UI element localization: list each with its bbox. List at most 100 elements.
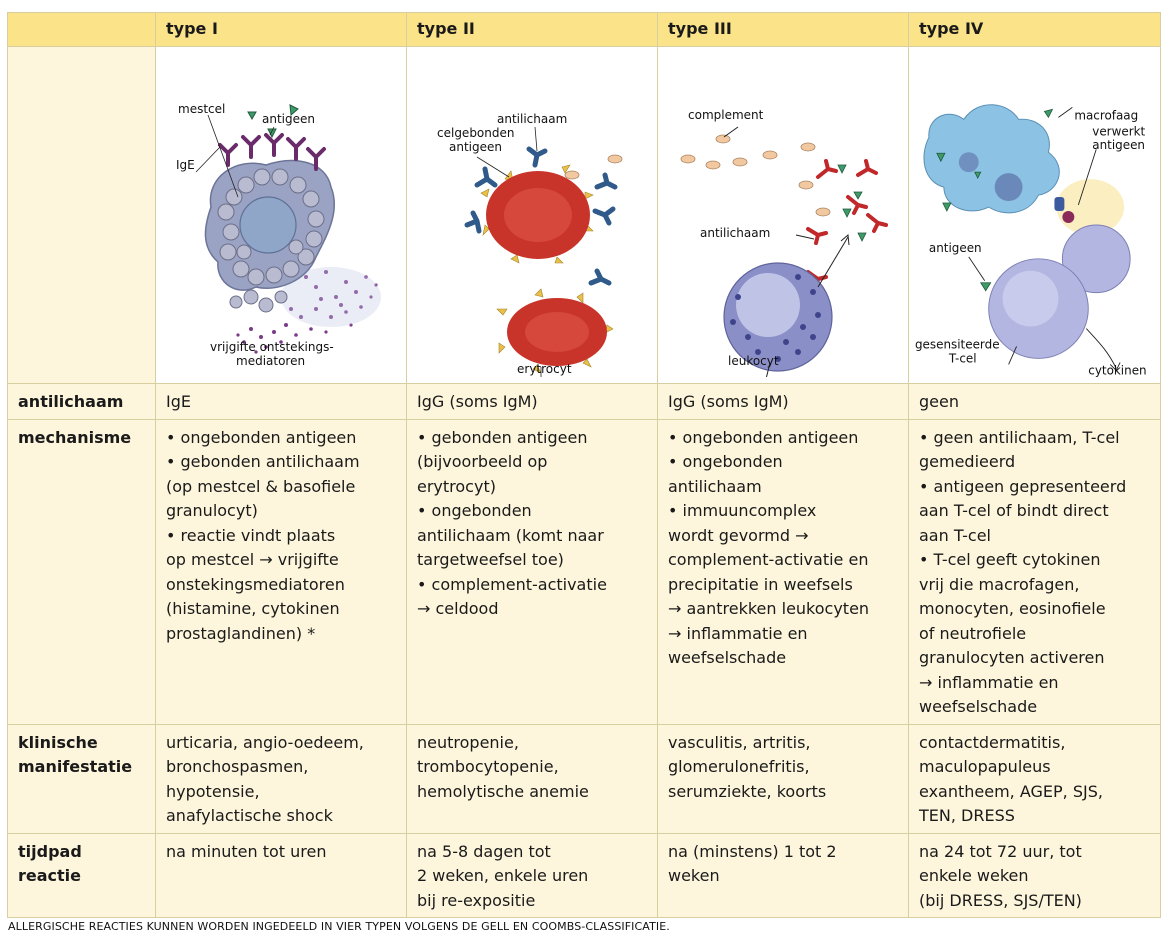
cell-line: wordt gevormd → <box>668 525 809 545</box>
cell-line: antilichaam <box>668 476 762 496</box>
label-mediators-1: vrijgifte ontstekings- <box>210 340 334 354</box>
cell-line: glomerulonefritis, <box>668 757 810 776</box>
cell-line: 2 weken, enkele uren <box>417 866 589 885</box>
cell-antilichaam-type-1: IgE <box>155 383 407 420</box>
cell-line: complement-activatie en <box>668 550 869 569</box>
cell-line: na 5-8 dagen tot <box>417 841 551 861</box>
cell-line: of neutrofiele <box>919 623 1027 643</box>
cell-line: op mestcel → vrijgifte <box>166 550 339 569</box>
immune-complexes <box>806 159 888 289</box>
cell-line: trombocytopenie, <box>417 757 559 776</box>
cell-line: • gebonden antilichaam <box>166 452 360 471</box>
cell-klinisch-type-1: urticaria, angio-oedeem,bronchospasmen,h… <box>155 723 407 834</box>
label-leaders <box>195 114 275 198</box>
row-label-antilichaam: antilichaam <box>7 383 156 420</box>
row-label-tijdpad-reactie: tijdpad reactie <box>7 832 156 918</box>
label-tcel-1: gesensiteerde <box>915 337 1000 351</box>
row-klinische-manifestatie: klinische manifestatie urticaria, angio-… <box>7 723 1161 834</box>
cell-line: serumziekte, koorts <box>668 781 827 801</box>
illustration-type-3: complement antilichaam leukocyt <box>657 46 909 384</box>
igg-antibodies <box>464 146 618 286</box>
cell-line: • ongebonden <box>417 501 532 520</box>
label-antilichaam: antilichaam <box>700 226 770 240</box>
mhc-receptor <box>1054 197 1065 212</box>
cell-line: • complement-activatie <box>417 574 607 594</box>
erythrocyte-illustration: antilichaam celgebonden antigeen erytroc… <box>437 112 623 377</box>
cell-line: onstekingsmediatoren <box>166 574 345 594</box>
cell-line: hemolytische anemie <box>417 781 589 801</box>
label-mediators-2: mediatoren <box>236 354 305 368</box>
illustration-row-label <box>7 46 156 384</box>
cell-bound-antigens <box>480 164 614 374</box>
row-antilichaam: antilichaam IgE IgG (soms IgM) IgG (soms… <box>7 383 1161 420</box>
illustration-type-1: mestcel antigeen IgE vrijgifte ontstekin… <box>155 46 407 384</box>
cell-line: • ongebonden <box>668 452 783 471</box>
label-antigeen: antigeen <box>262 112 315 126</box>
cell-line: (histamine, cytokinen <box>166 599 340 618</box>
figure-caption: ALLERGISCHE REACTIES KUNNEN WORDEN INGED… <box>8 920 670 933</box>
cell-line: (bij DRESS, SJS/TEN) <box>919 890 1082 910</box>
cell-line: antilichaam (komt naar <box>417 525 604 545</box>
cell-tijdpad-type-3: na (minstens) 1 tot 2 weken <box>657 832 909 918</box>
cell-line: weken <box>668 866 720 885</box>
label-leaders <box>476 126 542 377</box>
cell-klinisch-type-2: neutropenie, trombocytopenie, hemolytische… <box>406 723 658 834</box>
header-type-3: type III <box>657 12 909 47</box>
antigens <box>837 164 867 242</box>
label-ige: IgE <box>176 158 195 172</box>
cell-line: na (minstens) 1 tot 2 <box>668 841 837 861</box>
cell-tijdpad-type-1: na minuten tot uren <box>155 832 407 918</box>
illustration-type-4: macrofaag verwerkt antigeen antigeen ges… <box>908 46 1161 384</box>
mast-cell-granules <box>217 168 325 313</box>
label-cytokinen: cytokinen <box>1088 363 1146 377</box>
row-label-reactie: reactie <box>18 866 82 885</box>
antigens <box>936 108 1054 292</box>
ige-antibodies <box>218 133 326 171</box>
cell-line: → inflammatie en <box>919 672 1059 692</box>
cell-line: contactdermatitis, <box>919 732 1066 752</box>
label-tcel-2: T-cel <box>948 351 977 365</box>
label-complement: complement <box>688 108 764 122</box>
cell-line: (op mestcel & basofiele <box>166 476 356 496</box>
cell-line: exantheem, AGEP, SJS, <box>919 781 1103 801</box>
presented-antigen <box>1062 211 1075 223</box>
cell-antilichaam-type-4: geen <box>908 383 1161 420</box>
row-tijdpad-reactie: tijdpad reactie na minuten tot uren na 5… <box>7 832 1161 918</box>
mediator-dots <box>236 270 378 354</box>
cell-line: • reactie vindt plaats <box>166 525 336 545</box>
cell-line: hypotensie, <box>166 781 260 801</box>
cell-antilichaam-type-2: IgG (soms IgM) <box>406 383 658 420</box>
cell-line: neutropenie, <box>417 732 519 752</box>
mast-cell-nucleus <box>239 196 297 254</box>
cell-line: vrij die macrofagen, <box>919 574 1080 594</box>
cell-line: enkele weken <box>919 866 1029 885</box>
cell-line: • geen antilichaam, T-cel <box>919 427 1120 447</box>
cell-line: granulocyt) <box>166 501 258 520</box>
cell-line: • immuuncomplex <box>668 501 817 520</box>
cell-line: → aantrekken leukocyten <box>668 599 870 618</box>
label-erytrocyt: erytrocyt <box>517 362 572 376</box>
header-type-2: type II <box>406 12 658 47</box>
cell-line: bronchospasmen, <box>166 757 309 776</box>
cell-line: na minuten tot uren <box>166 841 327 861</box>
cell-line: gemedieerd <box>919 452 1016 471</box>
cell-line: weefselschade <box>668 648 787 667</box>
leukocyte-granules <box>730 274 821 362</box>
cell-line: → celdood <box>417 599 499 618</box>
cell-line: • T-cel geeft cytokinen <box>919 550 1101 569</box>
cell-line: • ongebonden antigeen <box>166 427 357 447</box>
cell-line: (bijvoorbeeld op <box>417 452 548 471</box>
label-verwerkt-2: antigeen <box>1092 138 1145 152</box>
label-antigeen: antigeen <box>929 241 982 255</box>
cell-line: monocyten, eosinofiele <box>919 599 1106 618</box>
row-label-tijdpad: tijdpad <box>18 841 82 861</box>
row-mechanisme: mechanisme • ongebonden antigeen• gebond… <box>7 418 1161 725</box>
cell-line: precipitatie in weefsels <box>668 574 853 594</box>
label-celgebonden-1: celgebonden <box>437 126 514 140</box>
complement <box>680 134 831 217</box>
illustration-type-2: antilichaam celgebonden antigeen erytroc… <box>406 46 658 384</box>
